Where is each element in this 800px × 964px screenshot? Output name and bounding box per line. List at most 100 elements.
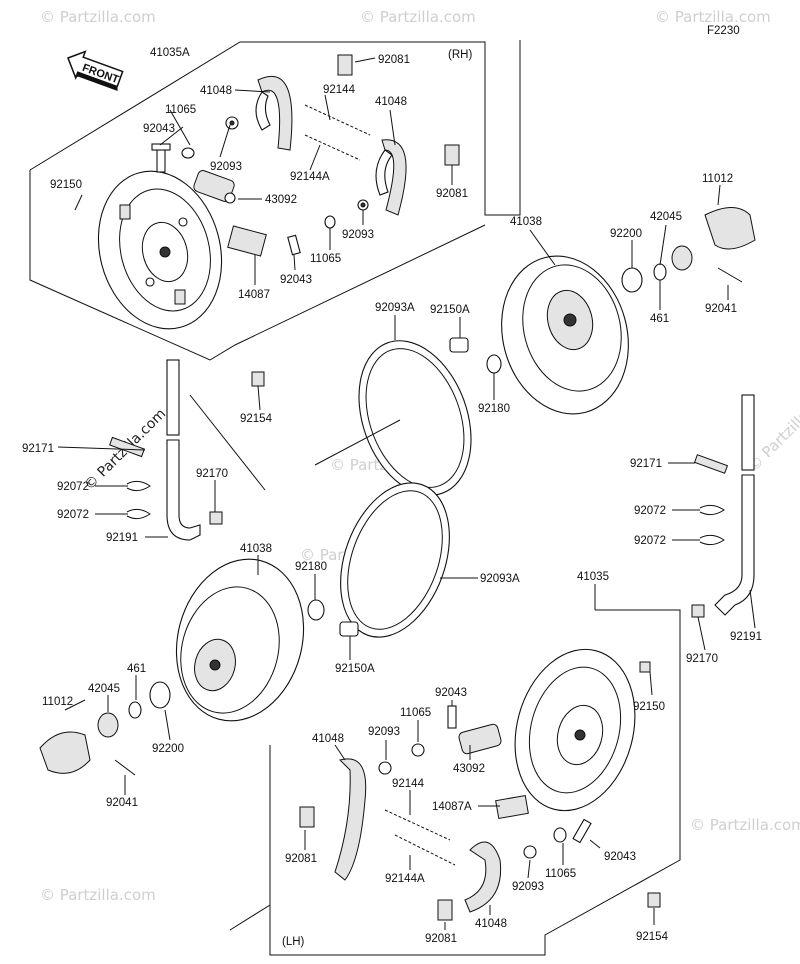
part-label: 92191	[730, 631, 762, 643]
part-label: 92200	[152, 743, 184, 755]
part-label: 92093	[368, 726, 400, 738]
part-label: 461	[127, 663, 146, 675]
part-label: 14087A	[432, 801, 472, 813]
nut-42045-lh	[97, 712, 119, 738]
front-arrow-icon: FRONT	[67, 50, 124, 91]
bolt-92150A-lh	[339, 621, 359, 637]
part-label: 11065	[165, 104, 196, 116]
rh-frame: (RH)	[29, 40, 521, 361]
watermark: © Partzilla.com	[690, 816, 800, 834]
washer-92093-lh-b	[523, 845, 537, 859]
part-label: 92093	[512, 881, 544, 893]
plate-14087A	[495, 794, 529, 820]
washer-11065-lh-a	[411, 743, 425, 757]
wheel-cylinder-rh	[193, 170, 236, 204]
part-label: 11065	[545, 868, 576, 880]
brake-shoe-rh-b	[375, 139, 407, 216]
part-label: 92154	[636, 931, 669, 943]
part-label: 92171	[630, 458, 662, 470]
clip-rh-a	[337, 54, 353, 76]
figure-code: F2230	[707, 25, 740, 37]
oring-92180-rh	[486, 354, 502, 374]
seal-92093A-upper	[358, 340, 472, 496]
part-label: 92081	[436, 188, 468, 200]
part-label: 41048	[200, 85, 232, 97]
part-label: 92200	[610, 228, 642, 240]
brake-shoe-lh-a	[334, 758, 367, 881]
part-label: 92093	[342, 229, 374, 241]
spring-92144A-lh	[394, 834, 456, 866]
watermark: © Partzilla.com	[40, 8, 156, 26]
pin-92043-lh-b	[572, 818, 592, 844]
washer-461-rh	[653, 263, 667, 281]
leader-lines	[57, 57, 756, 930]
part-label: 92144	[323, 84, 356, 96]
watermark: © Partzilla.com	[360, 8, 476, 26]
part-label: 92170	[196, 468, 228, 480]
part-label: 92043	[280, 274, 312, 286]
part-label: 92150A	[430, 304, 470, 316]
washer-92200-lh	[149, 681, 171, 709]
bolt-92154-rh	[251, 371, 265, 387]
part-label: 92072	[57, 509, 89, 521]
part-label: 42045	[650, 211, 682, 223]
part-label: 11065	[310, 253, 341, 265]
part-label: 92171	[22, 443, 54, 455]
watermark: © Partzilla.com	[655, 8, 771, 26]
part-label: 92191	[106, 532, 138, 544]
backing-plate-lh	[514, 648, 636, 812]
part-label: 42045	[88, 683, 120, 695]
part-label: 92150A	[335, 663, 375, 675]
part-label: 92081	[378, 54, 410, 66]
lh-frame: (LH)	[229, 609, 681, 956]
part-label: 41035A	[150, 47, 190, 59]
hose-right	[691, 394, 755, 618]
part-label: 92043	[143, 123, 175, 135]
cap-11012-lh	[39, 731, 91, 774]
pin-92043-lh-a	[447, 705, 457, 729]
part-label: 461	[650, 313, 669, 325]
part-label: 41048	[475, 918, 507, 930]
brake-drum-rh	[501, 255, 629, 415]
wheel-cylinder-lh	[458, 723, 502, 755]
pins-rh	[151, 116, 369, 256]
part-label: 92093A	[375, 302, 415, 314]
part-label: 92180	[295, 561, 327, 573]
side-rh-label: (RH)	[448, 49, 472, 61]
part-label: 92154	[240, 413, 273, 425]
cotter-92041-rh	[717, 267, 743, 283]
part-label: 92081	[285, 853, 317, 865]
plate-14087	[227, 225, 267, 257]
washer-92093-lh-a	[378, 761, 392, 775]
clip-lh-b	[437, 899, 453, 921]
part-label: 92180	[478, 403, 510, 415]
washer-92200-rh	[621, 267, 643, 293]
part-label: 92093	[210, 161, 242, 173]
oring-92180-lh	[307, 599, 325, 621]
part-label: 92144	[392, 778, 425, 790]
nut-42045-rh	[671, 245, 693, 271]
part-label: 14087	[238, 289, 270, 301]
brake-shoe-lh-b	[464, 841, 502, 913]
cotter-92041-lh	[114, 759, 136, 776]
brake-drum-lh	[175, 558, 305, 722]
part-label: 92072	[634, 505, 666, 517]
part-label: 43092	[265, 194, 297, 206]
hose-left	[109, 359, 266, 541]
cap-11012-rh	[704, 207, 756, 250]
clip-rh-b	[444, 144, 460, 166]
part-label: 41048	[312, 733, 344, 745]
backing-plate-rh	[97, 170, 223, 330]
bolt-92150A-rh	[449, 337, 469, 353]
part-label: 92170	[686, 653, 718, 665]
part-label: 41038	[510, 216, 542, 228]
washer-11065-lh-b	[553, 827, 567, 843]
part-label: 92043	[435, 687, 467, 699]
part-label: 92144A	[290, 171, 330, 183]
springs-rh	[304, 104, 371, 161]
part-label: 92093A	[480, 573, 520, 585]
bolt-92154-lh	[647, 892, 661, 908]
part-label: 11065	[400, 707, 431, 719]
part-label: 41035	[577, 571, 609, 583]
bolt-92150-lh	[639, 661, 651, 673]
